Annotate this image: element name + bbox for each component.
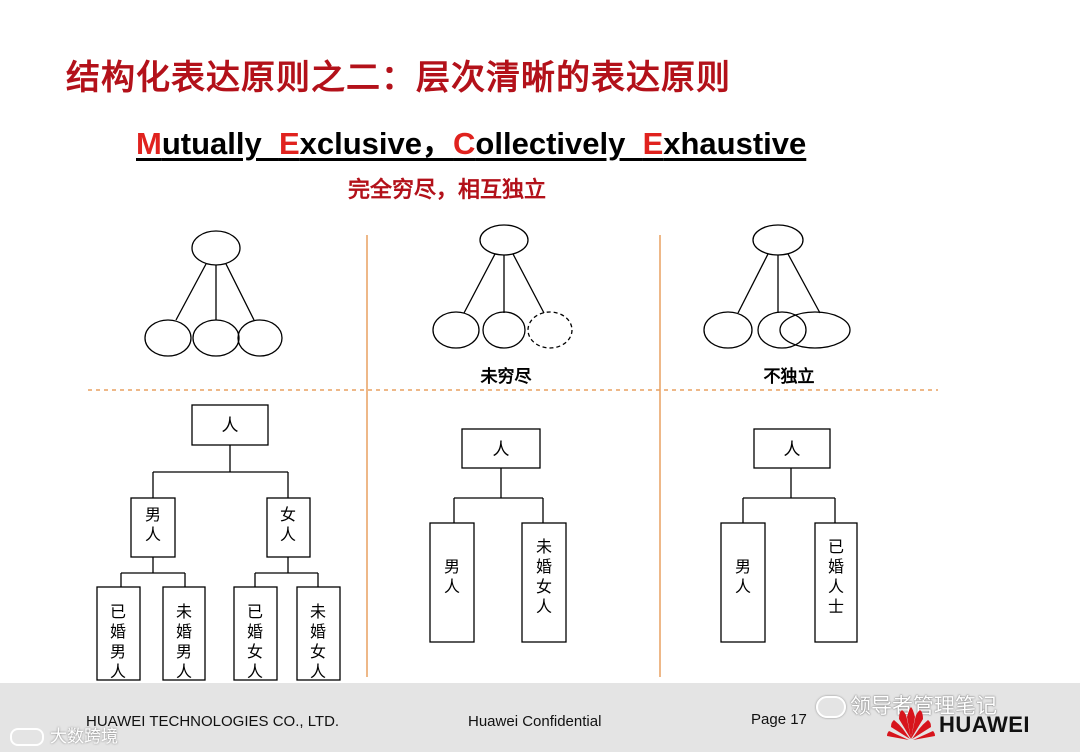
tree-1-leaf-1-box xyxy=(96,586,141,681)
wechat-account-watermark: 领导者管理笔记 xyxy=(816,690,997,720)
tree-1-root-label: 人 xyxy=(222,416,239,436)
not-exhaustive-label: 未穷尽 xyxy=(480,366,533,387)
tree-3-left-box xyxy=(720,522,766,643)
tree-1-leaf-2-label: 未婚男人 xyxy=(176,602,192,681)
tree-1-female-label: 女人 xyxy=(280,505,296,544)
tree-1-root-box xyxy=(191,404,269,446)
tree-1-leaf-3-label: 已婚女人 xyxy=(247,602,263,681)
tree-1-male-label: 男人 xyxy=(145,505,161,544)
not-exhaustive-ellipse-diagram xyxy=(432,224,573,349)
slide-title: 结构化表达原则之二：层次清晰的表达原则 xyxy=(66,58,731,98)
tree-3-root-box xyxy=(753,428,831,469)
watermark-text: 大数跨境 xyxy=(50,727,118,747)
mece-letter-e1: E xyxy=(278,126,300,161)
watermark-logo-icon xyxy=(10,728,44,746)
confidential-label: Huawei Confidential xyxy=(468,713,602,730)
mece-word-mutually: utually xyxy=(161,126,279,161)
tree-3-root-label: 人 xyxy=(784,440,801,460)
wechat-account-name: 领导者管理笔记 xyxy=(850,694,997,718)
mece-word-collectively: ollectively xyxy=(475,126,643,161)
tree-2-left-label: 男人 xyxy=(444,557,460,596)
mece-letter-m: M xyxy=(136,126,162,161)
not-independent-label: 不独立 xyxy=(764,366,815,387)
mece-word-exhaustive: xhaustive xyxy=(663,126,807,161)
tree-1-leaf-3-box xyxy=(233,586,278,681)
mece-letter-e2: E xyxy=(642,126,664,161)
mece-subtitle: 完全穷尽，相互独立 xyxy=(348,178,547,203)
mece-word-exclusive: xclusive， xyxy=(299,126,454,161)
tree-1-leaf-4-box xyxy=(296,586,341,681)
mece-ellipse-diagram xyxy=(144,230,283,357)
tree-2-root-box xyxy=(461,428,541,469)
huawei-logo-icon xyxy=(887,707,935,740)
tree-3-right-label: 已婚人士 xyxy=(828,537,844,616)
tree-1-female-box xyxy=(266,497,311,558)
tree-2-root-label: 人 xyxy=(493,440,510,460)
tree-2-left-box xyxy=(429,522,475,643)
tree-1-leaf-4-label: 未婚女人 xyxy=(310,602,326,681)
tree-1-lines xyxy=(120,445,319,587)
mece-heading: Mutually Exclusive，Collectively Exhausti… xyxy=(136,118,806,163)
page-number: Page 17 xyxy=(751,711,807,728)
not-independent-ellipse-diagram xyxy=(703,224,851,349)
mece-diagram: 未穷尽 不独立 人 人 人 男人女人已婚男人未婚男人已婚女人未婚女人男人未婚女人… xyxy=(88,224,938,681)
tree-2-right-label: 未婚女人 xyxy=(536,537,552,616)
tree-3-left-label: 男人 xyxy=(735,557,751,596)
tree-1-leaf-1-label: 已婚男人 xyxy=(110,602,126,681)
tree-3-lines xyxy=(742,468,836,523)
mece-letter-c: C xyxy=(453,126,476,161)
huawei-brand: HUAWEI xyxy=(939,712,1030,737)
tree-3-right-box xyxy=(814,522,858,643)
source-watermark: 大数跨境 xyxy=(10,722,118,747)
company-name: HUAWEI TECHNOLOGIES CO., LTD. xyxy=(86,713,340,730)
tree-1-leaf-2-box xyxy=(162,586,206,681)
tree-1-male-box xyxy=(130,497,176,558)
tree-2-right-box xyxy=(521,522,567,643)
tree-2-lines xyxy=(453,468,544,523)
wechat-icon xyxy=(816,696,846,718)
